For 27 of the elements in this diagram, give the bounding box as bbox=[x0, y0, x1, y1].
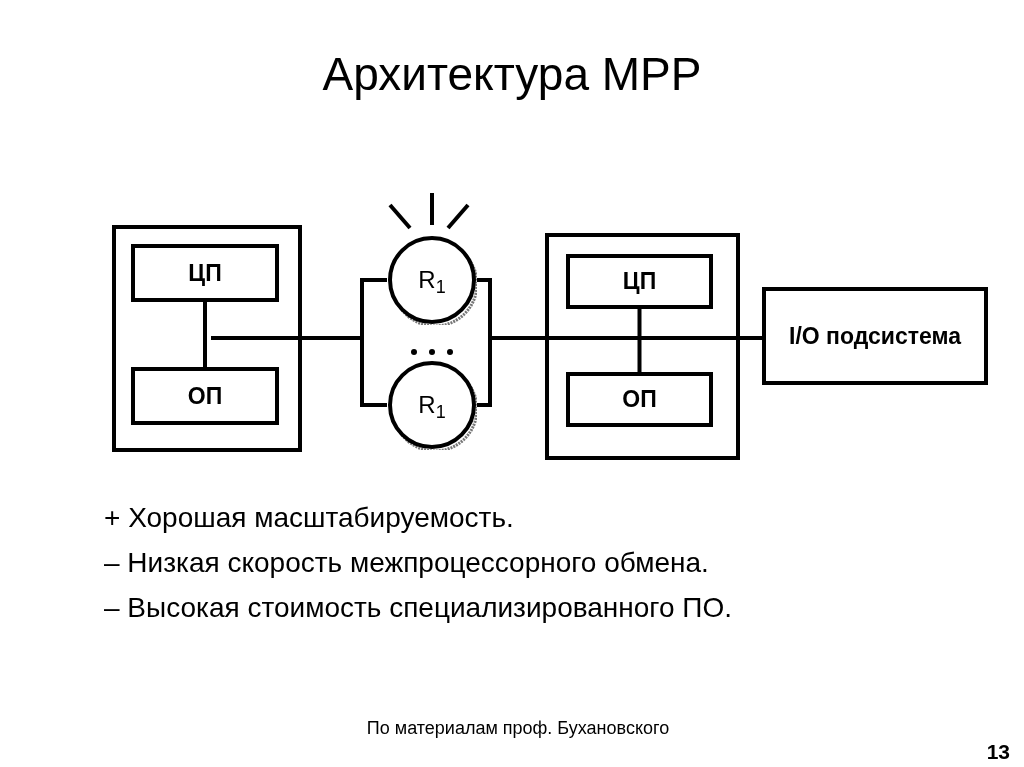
processor-box bbox=[131, 244, 279, 302]
io-box bbox=[762, 287, 988, 385]
processor-box bbox=[566, 254, 713, 309]
node-label: ЦП bbox=[621, 267, 658, 296]
bullet-text: – Низкая скорость межпроцессорного обмена. bbox=[104, 546, 710, 580]
node-label: ОП bbox=[621, 385, 658, 414]
node-label: R$_{1}$ bbox=[418, 268, 446, 292]
connector-line bbox=[477, 336, 545, 407]
node-label: R$_{1}$ bbox=[418, 393, 446, 417]
connector-line bbox=[203, 302, 207, 367]
page-number: 13 bbox=[986, 739, 1010, 765]
node-label: I/O подсистема bbox=[788, 321, 963, 351]
connector-line bbox=[302, 336, 387, 407]
connector-line bbox=[740, 336, 762, 340]
node-frame bbox=[545, 233, 740, 460]
slide-title: Архитектура MPP bbox=[321, 47, 703, 102]
bullet-text: – Высокая стоимость специализированного ПО. bbox=[104, 591, 732, 625]
source-note: По материалам проф. Бухановского bbox=[365, 717, 671, 740]
node-frame bbox=[112, 225, 302, 452]
memory-box bbox=[131, 367, 279, 425]
bullet-text: + Хорошая масштабируемость. bbox=[104, 501, 515, 535]
node-label: ЦП bbox=[187, 258, 223, 288]
memory-box bbox=[566, 372, 713, 427]
node-label: ОП bbox=[186, 381, 224, 411]
router-circle bbox=[387, 360, 477, 450]
router-circle bbox=[387, 235, 477, 325]
connector-line bbox=[637, 309, 642, 372]
